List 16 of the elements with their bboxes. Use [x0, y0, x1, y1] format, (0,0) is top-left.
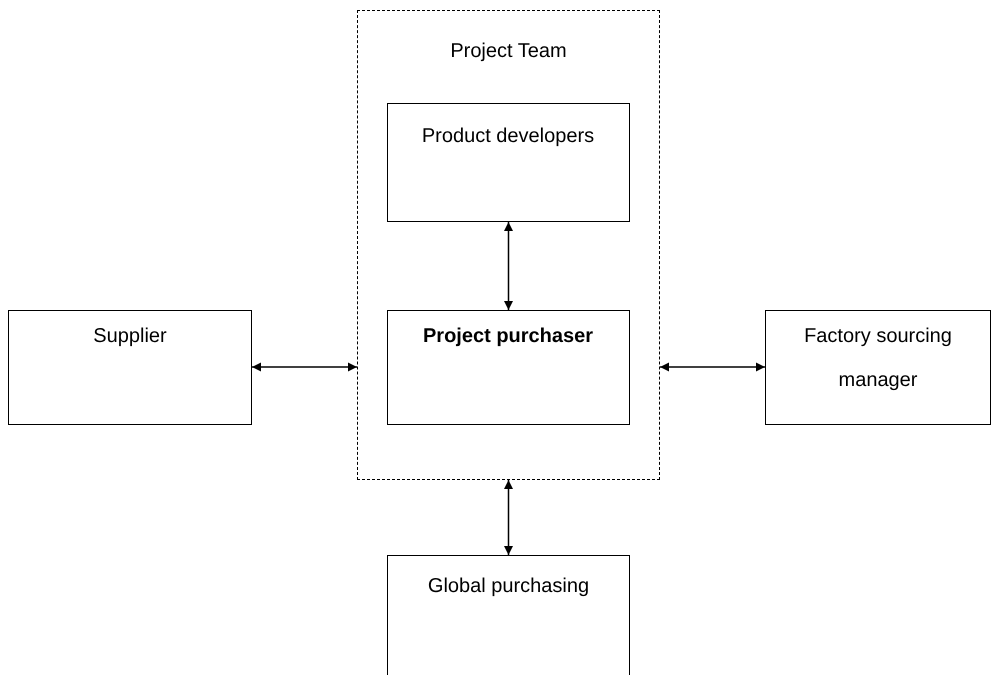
process-box [386, 310, 630, 424]
group-box [357, 10, 660, 480]
box-label: Global purchasing [426, 574, 590, 599]
group-title: Project Team [449, 39, 568, 64]
box-label: Product developers [420, 124, 596, 148]
box-label: Supplier [92, 324, 168, 349]
box-label: Factory sourcing manager [803, 324, 953, 393]
double-arrow [504, 480, 513, 555]
process-box [8, 310, 252, 425]
double-arrow [504, 222, 513, 310]
process-box [765, 310, 991, 425]
process-box [387, 555, 630, 675]
double-arrow [252, 362, 357, 372]
process-box [386, 102, 630, 222]
box-label: Project purchaser [422, 324, 594, 348]
double-arrow [660, 362, 765, 372]
